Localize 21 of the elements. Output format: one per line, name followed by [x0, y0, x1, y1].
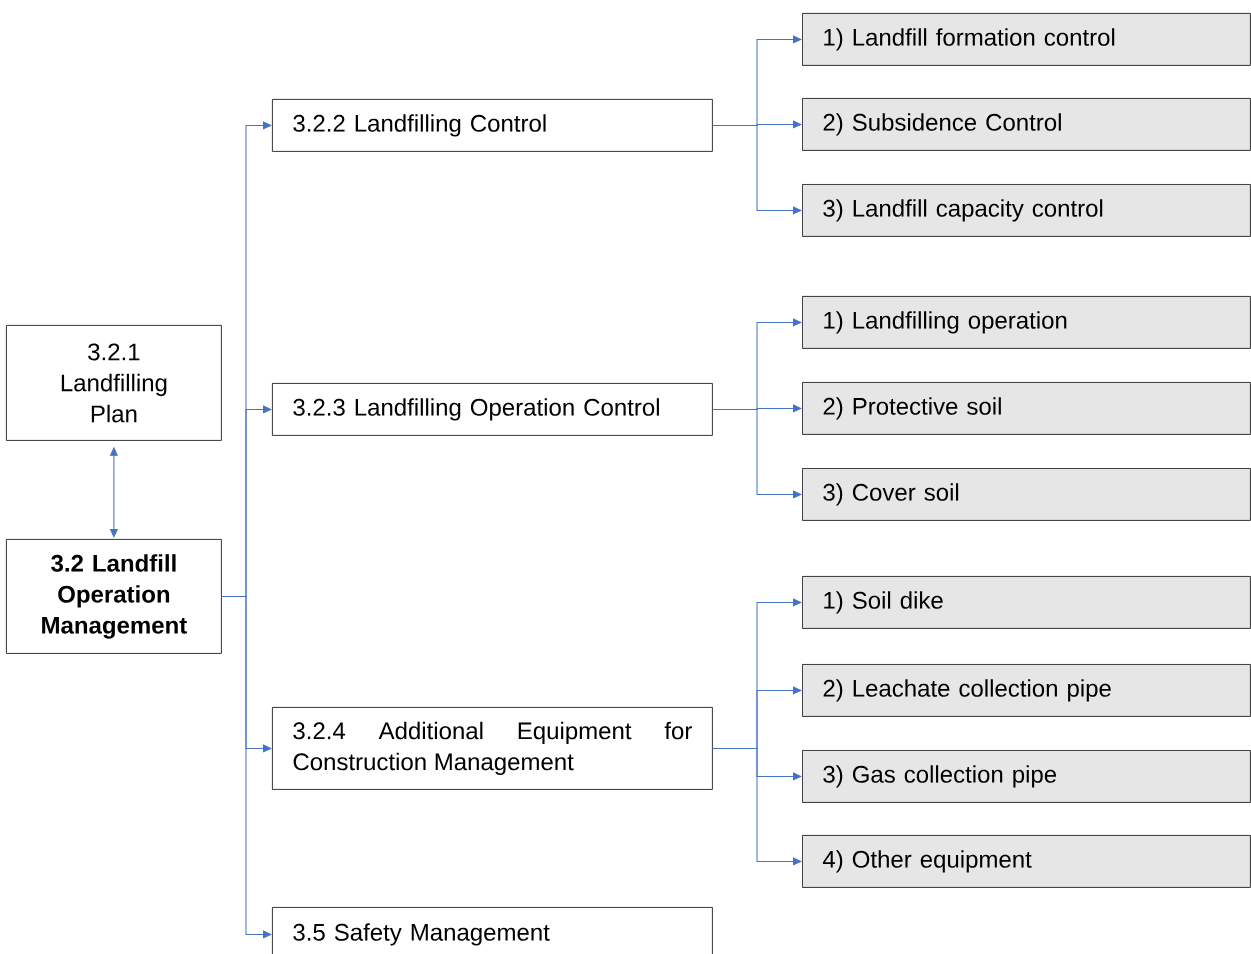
item-box: 1) Soil dike — [802, 576, 1251, 629]
item-box: 2) Leachate collection pipe — [802, 664, 1251, 717]
item-box: 1) Landfilling operation — [802, 296, 1251, 349]
arrow — [712, 408, 802, 499]
process-box: 3.2.3 Landfilling Operation Control — [272, 383, 713, 436]
arrow — [712, 124, 802, 215]
process-box: 3.2 Landfill Operation Management — [6, 539, 222, 654]
process-box: 3.2.1 Landfilling Plan — [6, 325, 222, 441]
item-box: 4) Other equipment — [802, 835, 1251, 888]
item-box: 3) Gas collection pipe — [802, 750, 1251, 803]
process-box: 3.2.2 Landfilling Control — [272, 99, 713, 152]
process-box: 3.2.4 Additional Equipment for Construction Management — [272, 707, 713, 790]
item-box: 3) Landfill capacity control — [802, 184, 1251, 237]
process-box: 3.5 Safety Management — [272, 907, 713, 954]
item-box: 2) Protective soil — [802, 382, 1251, 435]
item-box: 2) Subsidence Control — [802, 98, 1251, 151]
arrow — [110, 447, 118, 538]
arrow — [712, 747, 802, 866]
arrow — [221, 595, 272, 939]
item-box: 1) Landfill formation control — [802, 13, 1251, 66]
item-box: 3) Cover soil — [802, 468, 1251, 521]
